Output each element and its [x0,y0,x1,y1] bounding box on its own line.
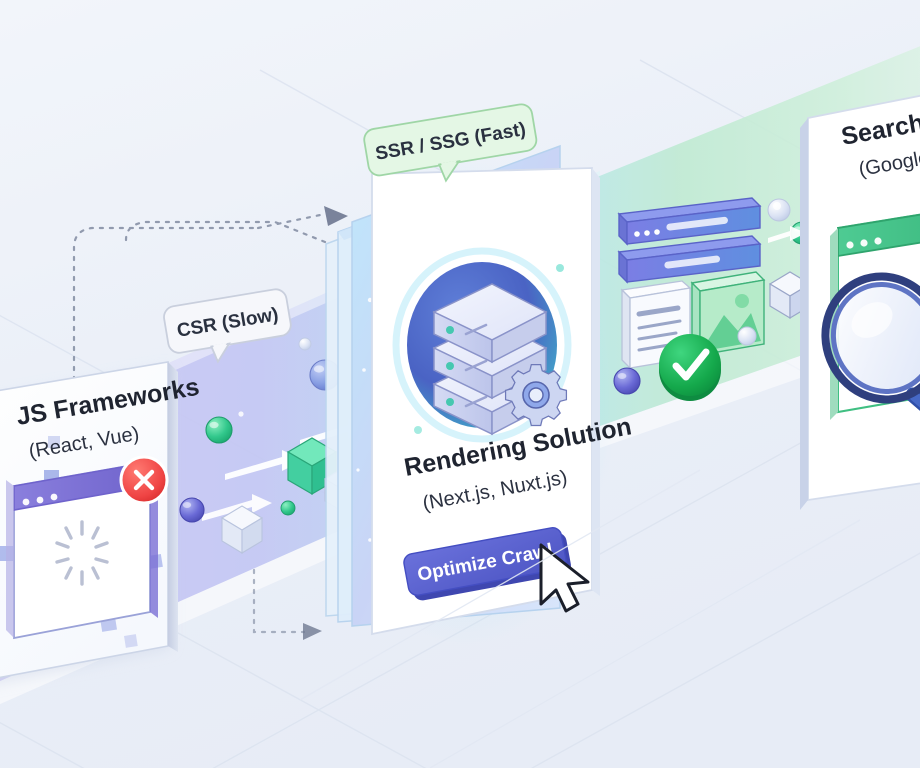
sphere-icon-indigo-low [613,367,641,395]
loading-spinner-icon [55,520,109,586]
triangle-arrow-icon-lower [303,623,322,640]
sphere-icon-pale-mid [737,326,757,346]
sphere-icon-green [205,416,233,444]
dashed-path-lower [252,568,306,634]
browser-bar-bottom [617,235,762,284]
cube-icon-white-a [220,505,264,554]
rendering-solution-card[interactable]: Rendering Solution (Next.js, Nuxt.js) Op… [315,144,634,645]
sphere-icon-indigo [179,497,205,523]
optimize-crawl-button[interactable]: Optimize Crawl [402,526,572,603]
sphere-icon-pale-left [298,337,312,351]
browser-window-icon [6,460,158,640]
search-engines-card[interactable]: Search E (Google [800,78,920,510]
sphere-icon-pale-top [767,198,791,222]
tooltip-csr[interactable]: CSR (Slow) [162,288,295,370]
server-stack-gear-icon [392,247,572,443]
triangle-arrow-icon-upper [324,206,348,226]
browser-bar-top [617,197,762,246]
sphere-icon-small-green [280,500,296,516]
foreground-grid-overlay [299,469,861,768]
js-frameworks-card[interactable]: JS Frameworks (React, Vue) [0,361,201,690]
floating-ui-group [613,197,814,401]
gear-icon [504,363,568,427]
flow-arrow-right [768,226,806,243]
dashed-path-upper [72,212,332,582]
sphere-icon-pale-small [773,202,781,210]
x-circle-icon [119,455,169,505]
check-circle-icon [659,334,721,401]
magnifier-icon [821,272,920,411]
flow-arrow-two [225,450,304,480]
mouse-pointer-icon [539,543,590,613]
flow-arrow-one [202,494,272,521]
